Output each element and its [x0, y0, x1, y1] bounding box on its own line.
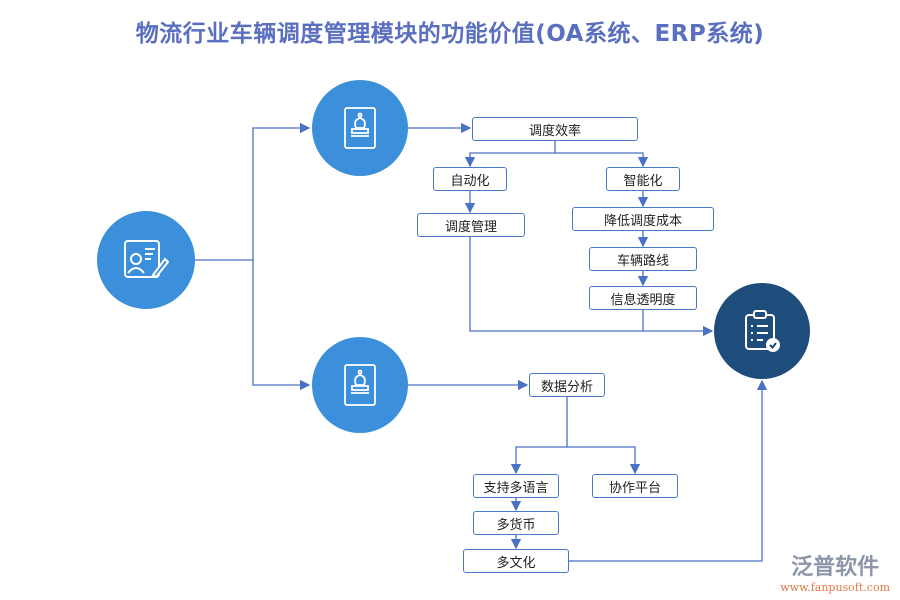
- target-node: [714, 283, 810, 379]
- watermark-url: www.fanpusoft.com: [780, 581, 890, 594]
- box-data-analysis: 数据分析: [529, 373, 605, 397]
- watermark-brand: 泛普软件: [791, 555, 880, 580]
- connector: [195, 122, 311, 261]
- page-title: 物流行业车辆调度管理模块的功能价值(OA系统、ERP系统): [135, 21, 765, 47]
- box-multi-currency: 多货币: [473, 511, 559, 535]
- box-dispatch-management: 调度管理: [417, 213, 525, 237]
- connector: [510, 397, 568, 475]
- box-reduce-cost: 降低调度成本: [572, 207, 714, 231]
- erp-node: [312, 337, 408, 433]
- box-collaboration: 协作平台: [592, 474, 678, 498]
- connector: [567, 446, 641, 475]
- connector: [555, 152, 649, 168]
- clipboard-check-icon: [745, 310, 780, 352]
- box-automation: 自动化: [433, 167, 507, 191]
- box-vehicle-route: 车辆路线: [589, 247, 697, 271]
- box-info-transparency: 信息透明度: [589, 286, 697, 310]
- box-intelligence: 智能化: [606, 167, 680, 191]
- connector: [464, 141, 556, 168]
- connector: [252, 260, 311, 391]
- connector: [469, 237, 714, 337]
- box-dispatch-efficiency: 调度效率: [472, 117, 638, 141]
- connector: [569, 379, 768, 562]
- stamp-icon: [344, 107, 376, 149]
- oa-node: [312, 80, 408, 176]
- stamp-icon: [344, 364, 376, 406]
- box-multi-culture: 多文化: [463, 549, 569, 573]
- id-card-pen-icon: [124, 240, 169, 279]
- box-multi-language: 支持多语言: [473, 474, 559, 498]
- watermark-logo: 泛普软件 www.fanpusoft.com: [780, 549, 890, 594]
- source-node: [97, 211, 195, 309]
